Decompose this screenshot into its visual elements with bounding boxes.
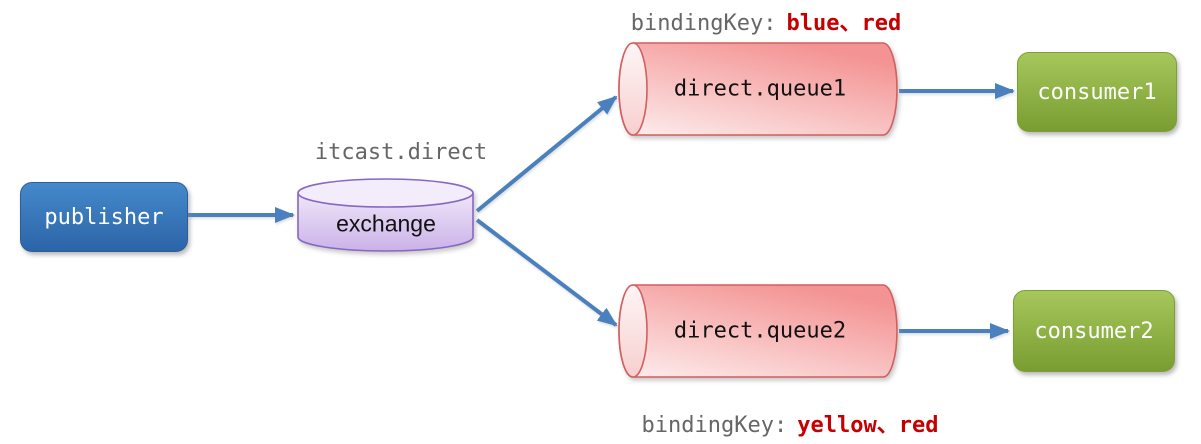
- consumer1-node: consumer1: [1017, 52, 1177, 132]
- arrows-group: [188, 83, 1015, 339]
- exchange-cylinder: [297, 178, 474, 252]
- queue2-label: direct.queue2: [673, 318, 847, 344]
- arrow-exchange-to-queue2: [475, 218, 618, 327]
- consumer2-label: consumer2: [1034, 318, 1154, 344]
- binding-keys-text: yellow、red: [797, 413, 939, 438]
- queue1-cylinder: [618, 42, 898, 136]
- exchange-name-label: itcast.direct: [314, 140, 488, 165]
- binding-prefix-text: bindingKey:: [641, 413, 788, 438]
- consumer1-label: consumer1: [1037, 79, 1157, 105]
- exchange-label: exchange: [336, 210, 436, 237]
- publisher-node: publisher: [20, 182, 188, 252]
- binding-keys-text: blue、red: [786, 11, 902, 36]
- queue2-cylinder: [618, 284, 898, 378]
- queue2-binding-key-label: bindingKey: yellow、red: [642, 407, 939, 439]
- queue1-label: direct.queue1: [673, 76, 847, 102]
- binding-prefix-text: bindingKey:: [630, 11, 777, 36]
- queue1-binding-key-label: bindingKey: blue、red: [631, 5, 901, 37]
- arrow-exchange-to-queue1: [475, 95, 618, 213]
- publisher-label: publisher: [44, 204, 164, 230]
- consumer2-node: consumer2: [1013, 290, 1175, 372]
